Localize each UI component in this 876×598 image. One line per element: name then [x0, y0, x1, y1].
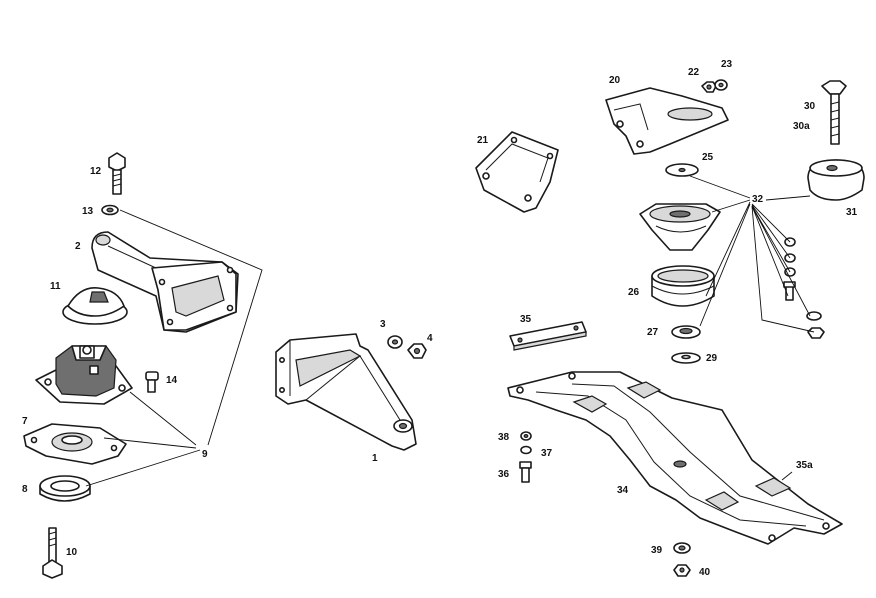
callout-31: 31 — [846, 207, 858, 218]
part-22-nut — [701, 81, 717, 93]
part-37-washer — [520, 445, 532, 455]
part-31-rubber-buffer — [807, 159, 865, 201]
callout-7: 7 — [22, 416, 28, 427]
part-7-plate — [23, 423, 127, 465]
callout-1: 1 — [372, 453, 378, 464]
callout-30: 30 — [804, 101, 816, 112]
part-8-washer — [39, 475, 91, 502]
callout-12: 12 — [90, 166, 102, 177]
callout-34: 34 — [617, 485, 629, 496]
part-20-bracket — [605, 87, 729, 155]
part-23-washer — [714, 79, 728, 91]
callout-37: 37 — [541, 448, 553, 459]
part-35-plate — [509, 321, 587, 351]
callout-20: 20 — [609, 75, 621, 86]
callout-40: 40 — [699, 567, 711, 578]
callout-11: 11 — [50, 281, 61, 292]
callout-9: 9 — [202, 449, 208, 460]
part-3-washer — [387, 335, 403, 349]
part-38-washer — [520, 431, 532, 441]
callout-39: 39 — [651, 545, 663, 556]
callout-2: 2 — [75, 241, 81, 252]
part-12-bolt — [108, 152, 126, 195]
part-30-bolt — [821, 80, 847, 145]
part-36-bolt — [519, 461, 532, 483]
part-27-washer — [671, 325, 701, 339]
callout-35: 35 — [520, 314, 532, 325]
part-4-nut — [407, 343, 427, 359]
part-34-crossmember — [507, 371, 843, 545]
part-21-bracket — [475, 131, 559, 213]
callout-22: 22 — [688, 67, 700, 78]
part-40-nut — [673, 564, 691, 577]
callout-38: 38 — [498, 432, 510, 443]
callout-36: 36 — [498, 469, 510, 480]
callout-35a: 35a — [796, 460, 813, 471]
callout-8: 8 — [22, 484, 28, 495]
part-2-bracket — [91, 231, 239, 333]
callout-10: 10 — [66, 547, 78, 558]
leader-9 — [85, 209, 263, 487]
part-10-bolt — [42, 527, 63, 579]
callout-25: 25 — [702, 152, 714, 163]
part-13-washer — [101, 204, 119, 216]
part-1-bracket — [275, 333, 417, 451]
callout-27: 27 — [647, 327, 659, 338]
callout-26: 26 — [628, 287, 640, 298]
part-39-washer — [673, 542, 691, 554]
part-11-rubber-cone — [62, 287, 128, 325]
callout-3: 3 — [380, 319, 386, 330]
callout-21: 21 — [477, 135, 489, 146]
callout-29: 29 — [706, 353, 718, 364]
part-engine-mount-block — [35, 345, 133, 405]
part-14-bolt — [145, 371, 159, 393]
part-mount-cup — [639, 203, 721, 251]
part-25-washer — [665, 163, 699, 177]
small-hardware-stack — [783, 237, 825, 339]
callout-32: 32 — [752, 194, 764, 205]
leader-32 — [689, 175, 815, 333]
callout-13: 13 — [82, 206, 94, 217]
callout-23: 23 — [721, 59, 733, 70]
leader-35a — [781, 471, 793, 481]
callout-4: 4 — [427, 333, 433, 344]
part-29-washer — [671, 352, 701, 364]
callout-14: 14 — [166, 375, 178, 386]
callout-30a: 30a — [793, 121, 810, 132]
part-26-rubber-sleeve — [651, 265, 715, 307]
